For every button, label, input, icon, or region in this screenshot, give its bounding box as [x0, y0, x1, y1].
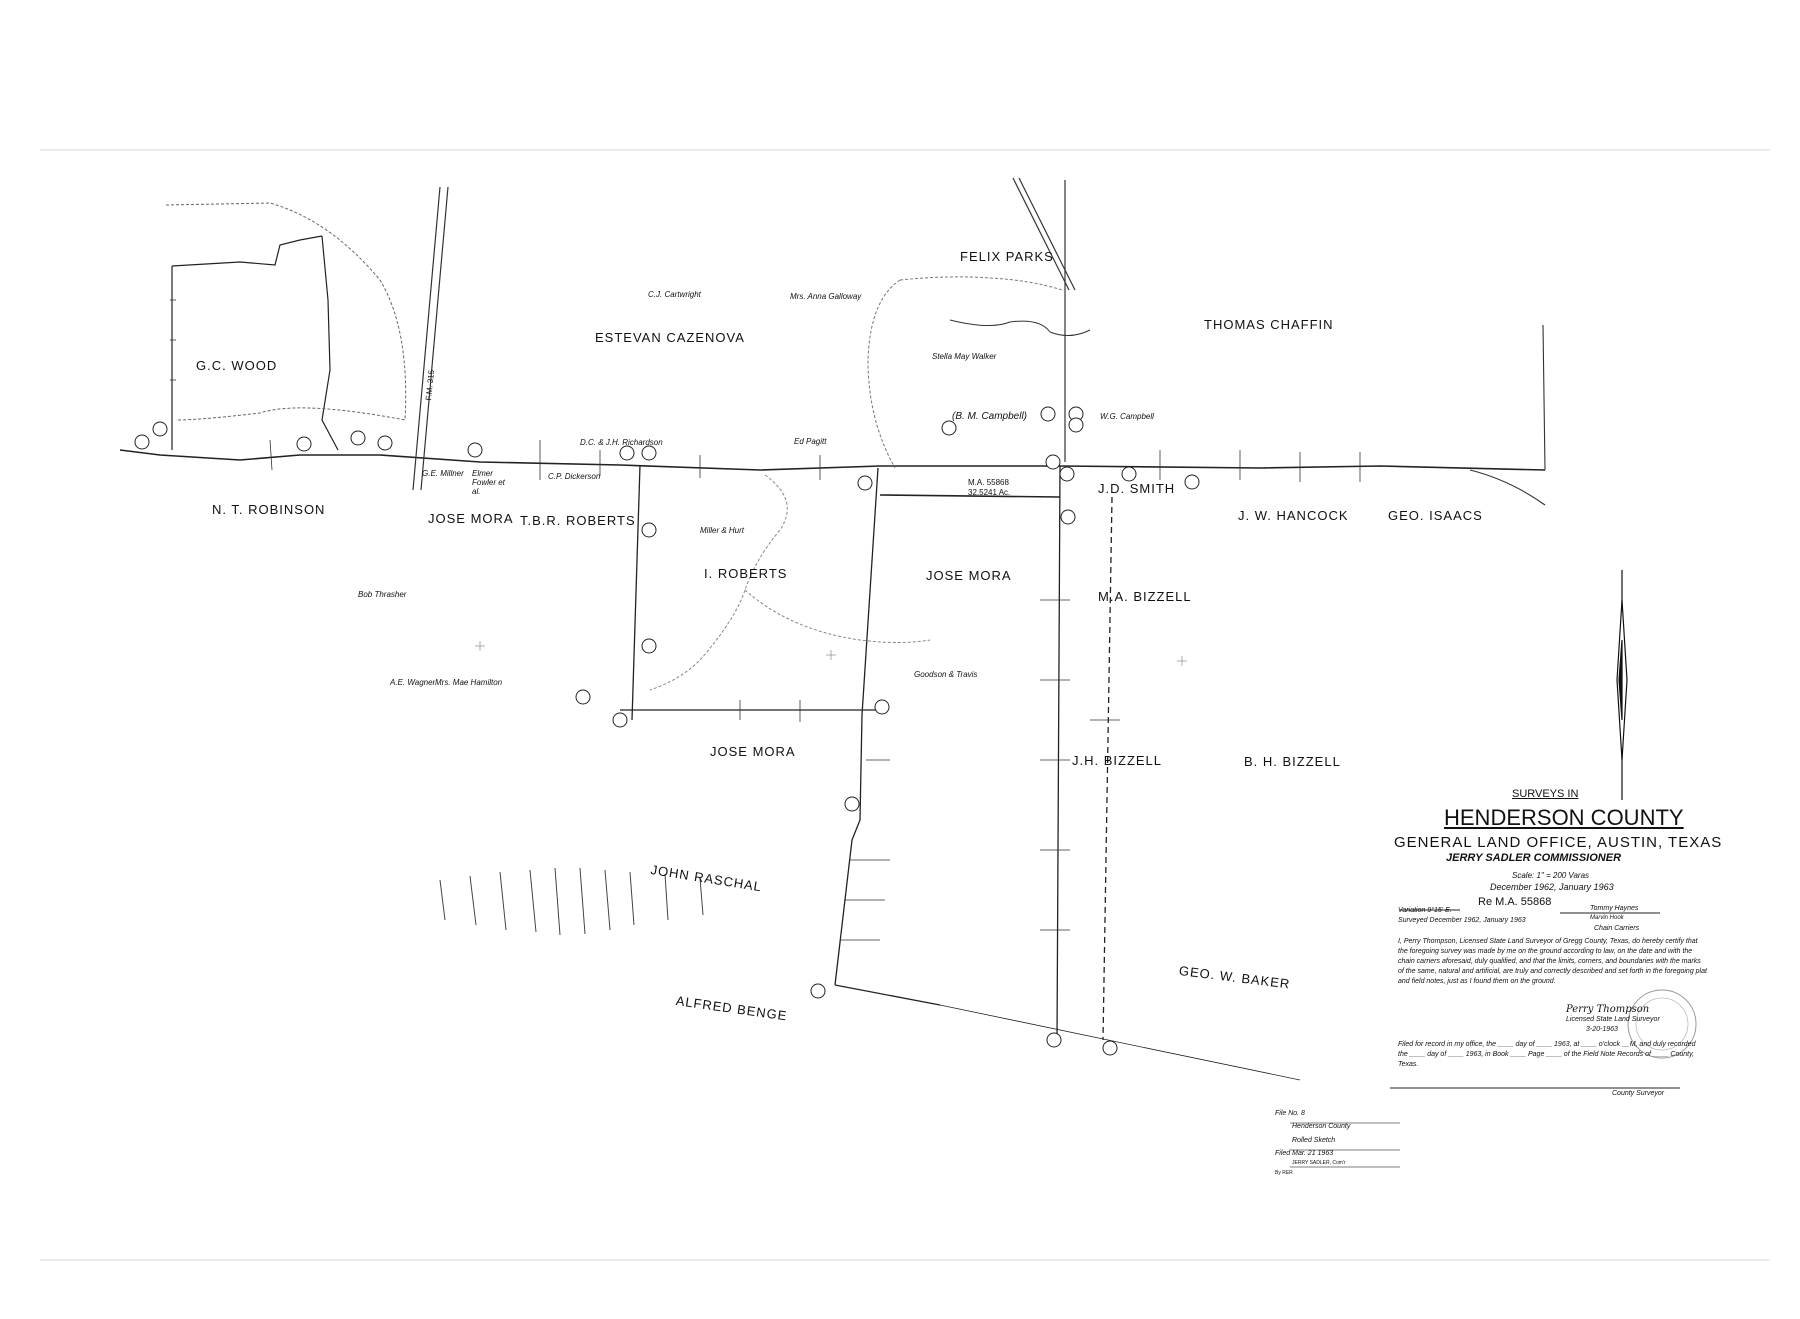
file-county: Henderson County — [1292, 1123, 1351, 1130]
title-surveyed: Surveyed December 1962, January 1963 — [1398, 917, 1526, 924]
survey-estevan-cazenova: ESTEVAN CAZENOVA — [595, 330, 745, 345]
title-office: GENERAL LAND OFFICE, AUSTIN, TEXAS — [1394, 834, 1723, 851]
owner-bm-campbell: (B. M. Campbell) — [952, 411, 1028, 422]
owner-richardson: D.C. & J.H. Richardson — [580, 438, 663, 447]
felix-parks-road — [867, 276, 1063, 469]
title-dates: December 1962, January 1963 — [1490, 882, 1614, 892]
field-strokes — [439, 867, 704, 936]
survey-felix-parks: FELIX PARKS — [960, 249, 1054, 264]
survey-b-h-bizzell: B. H. BIZZELL — [1244, 754, 1341, 769]
geo-isaacs-line — [1469, 324, 1546, 506]
fm-highway — [412, 186, 449, 491]
gc-wood-boundary — [171, 235, 339, 451]
file-number: File No. 8 — [1275, 1110, 1305, 1117]
owner-millner: G.E. Millner — [422, 469, 464, 478]
survey-geo-isaacs: GEO. ISAACS — [1388, 508, 1483, 523]
survey-j-d-smith: J.D. SMITH — [1098, 481, 1176, 496]
owner-dickerson: C.P. Dickerson — [548, 472, 601, 481]
title-scale: Scale: 1" = 200 Varas — [1512, 871, 1590, 880]
owner-pagitt: Ed Pagitt — [794, 437, 827, 446]
boundary-ticks — [170, 299, 1361, 941]
label-acreage: 32.5241 Ac. — [968, 488, 1011, 497]
main-traverse-line — [119, 449, 1546, 498]
surveyor-seal — [1627, 989, 1697, 1059]
file-type: Rolled Sketch — [1292, 1137, 1336, 1144]
owner-fowler: Elmer Fowler et al. — [472, 469, 505, 496]
owner-wagner: A.E. Wagner — [390, 678, 436, 687]
owner-stella-walker: Stella May Walker — [932, 352, 997, 361]
sheet-edge-marks — [40, 149, 1770, 1261]
label-ma-55868: M.A. 55868 — [968, 478, 1009, 487]
county-surveyor-label: County Surveyor — [1612, 1090, 1665, 1097]
file-filed: Filed Mar. 21 1963 — [1275, 1150, 1334, 1157]
chain-carrier-1: Tommy Haynes — [1590, 905, 1639, 912]
surveyor-date: 3-20-1963 — [1586, 1026, 1618, 1033]
title-county: HENDERSON COUNTY — [1444, 805, 1684, 830]
owner-galloway: Mrs. Anna Galloway — [790, 292, 862, 301]
survey-j-w-hancock: J. W. HANCOCK — [1238, 508, 1349, 523]
survey-jose-mora-south: JOSE MORA — [710, 744, 796, 759]
gc-wood-road — [165, 202, 407, 421]
owner-hamilton: Mrs. Mae Hamilton — [435, 678, 503, 687]
title-surveys-in: SURVEYS IN — [1512, 788, 1579, 800]
survey-g-c-wood: G.C. WOOD — [196, 358, 278, 373]
owner-miller-hurt: Miller & Hurt — [700, 526, 745, 535]
surveyor-title: Licensed State Land Surveyor — [1566, 1016, 1660, 1023]
north-arrow — [1616, 570, 1628, 800]
file-stamp-box — [1290, 1122, 1400, 1168]
title-commissioner: JERRY SADLER COMMISSIONER — [1446, 852, 1622, 864]
title-reference: Re M.A. 55868 — [1478, 896, 1552, 908]
survey-thomas-chaffin: THOMAS CHAFFIN — [1204, 317, 1334, 332]
survey-j-h-bizzell: J.H. BIZZELL — [1072, 753, 1163, 768]
corner-markers — [134, 406, 1200, 1056]
owner-goodson-travis: Goodson & Travis — [914, 670, 978, 679]
survey-jose-mora-west: JOSE MORA — [428, 511, 514, 526]
i-roberts-road — [649, 474, 931, 691]
title-variation: Variation 9°15' E. — [1398, 907, 1452, 914]
chain-carrier-2: Marvin Hook — [1590, 915, 1624, 921]
surveyor-signature: Perry Thompson — [1566, 1004, 1650, 1015]
surveyor-certificate: I, Perry Thompson, Licensed State Land S… — [1398, 938, 1707, 985]
railroad — [1012, 177, 1076, 462]
owner-wg-campbell: W.G. Campbell — [1100, 412, 1154, 421]
interior-boundaries — [620, 464, 1301, 1081]
creek — [949, 319, 1091, 336]
survey-t-b-r-roberts: T.B.R. ROBERTS — [520, 513, 636, 528]
filing-record: Filed for record in my office, the ____ … — [1398, 1041, 1696, 1068]
grid-crosses — [475, 641, 1187, 666]
file-by: JERRY SADLER, Com'r — [1292, 1160, 1346, 1166]
file-initials: By RER — [1275, 1170, 1293, 1176]
survey-n-t-robinson: N. T. ROBINSON — [212, 502, 326, 517]
survey-i-roberts: I. ROBERTS — [704, 566, 788, 581]
chain-carriers-label: Chain Carriers — [1594, 925, 1640, 932]
survey-m-a-bizzell: M.A. BIZZELL — [1098, 589, 1192, 604]
title-block-rules — [1390, 909, 1680, 1089]
owner-cartwright: C.J. Cartwright — [648, 290, 701, 299]
owner-thrasher: Bob Thrasher — [358, 590, 407, 599]
survey-jose-mora-central: JOSE MORA — [926, 568, 1012, 583]
